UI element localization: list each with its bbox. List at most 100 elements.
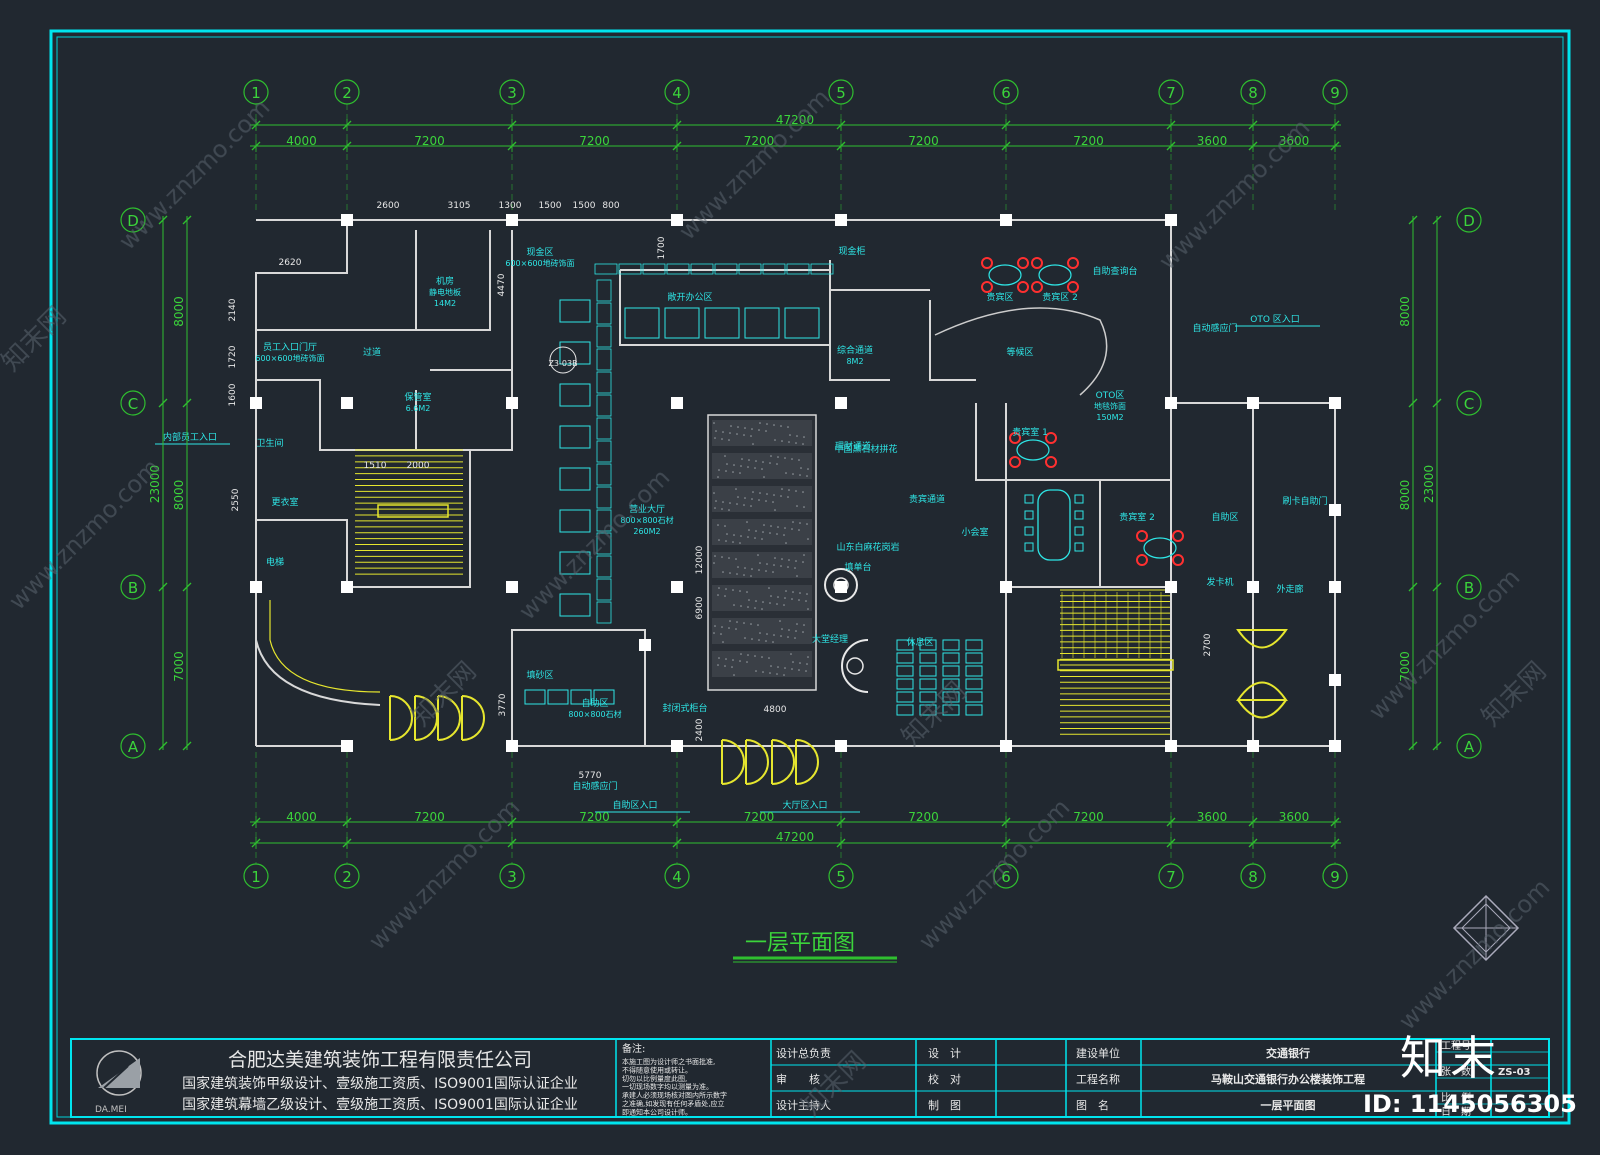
room-label-r1: 现金区: [526, 246, 553, 258]
teller-desk: [559, 383, 591, 407]
stone-speckle: [773, 494, 775, 496]
axis-bubble: [120, 207, 146, 233]
client-value: 交通银行: [1266, 1046, 1310, 1060]
dim-tick: [1432, 741, 1442, 751]
cabinet: [594, 263, 618, 275]
stone-speckle: [737, 566, 739, 568]
stone-speckle: [784, 667, 786, 669]
stone-speckle: [790, 653, 792, 655]
stone-speckle: [777, 456, 779, 458]
stone-speckle: [772, 501, 774, 503]
col-dim-bottom: 7200: [744, 810, 775, 824]
small-dim: 2000: [407, 461, 430, 471]
wall: [929, 300, 976, 381]
stone-tile: [712, 552, 812, 578]
row-dim: 8000: [172, 296, 186, 327]
stone-tile: [712, 420, 812, 446]
stone-speckle: [747, 654, 749, 656]
stone-speckle: [737, 426, 739, 428]
outer-frame: [49, 29, 1571, 1125]
stone-speckle: [729, 572, 731, 574]
column: [250, 581, 262, 593]
room-sub-r18: 600×600地砖饰面: [255, 353, 324, 363]
counter-cell: [596, 417, 612, 440]
column: [835, 214, 847, 226]
company-logo: [96, 1050, 142, 1096]
door: [1237, 699, 1287, 719]
stone-speckle: [713, 562, 715, 564]
column: [341, 740, 353, 752]
stone-speckle: [755, 460, 757, 462]
vip-chair: [1031, 257, 1043, 269]
counter-cell: [596, 532, 612, 555]
right-total: 23000: [1422, 465, 1436, 503]
note-line: 承建人必须现场核对图内所示数字: [622, 1091, 727, 1100]
stone-speckle: [754, 537, 756, 539]
furniture: [355, 257, 1288, 785]
stone-speckle: [781, 628, 783, 630]
stone-speckle: [724, 665, 726, 667]
small-dim: 4470: [497, 273, 507, 296]
watermark-cn: 知末网: [1476, 656, 1552, 732]
room-label-r18: 员工入口门厅: [263, 341, 317, 353]
stone-speckle: [781, 558, 783, 560]
stone-speckle: [785, 542, 787, 544]
axis-bubble: [120, 733, 146, 759]
stone-speckle: [725, 658, 727, 660]
label-date: 日 期: [1441, 1106, 1471, 1118]
reception-desk: [824, 568, 858, 602]
vip-chair: [1136, 530, 1148, 542]
watermark-cn: 知末网: [0, 301, 73, 377]
stone-speckle: [740, 653, 742, 655]
small-dim: 5770: [579, 771, 602, 781]
stone-speckle: [714, 625, 716, 627]
dim-tick: [1432, 398, 1442, 408]
stone-speckle: [736, 503, 738, 505]
column: [341, 214, 353, 226]
office-desk: [664, 307, 700, 339]
col-dim-bottom: 4000: [286, 810, 317, 824]
note-line: 即通知本公司设计师。: [622, 1107, 692, 1116]
stone-speckle: [744, 497, 746, 499]
stone-speckle: [740, 535, 742, 537]
seat: [965, 639, 983, 651]
stone-speckle: [721, 626, 723, 628]
stone-speckle: [788, 489, 790, 491]
chair: [1024, 510, 1034, 520]
seat: [942, 691, 960, 703]
axis-bubble: [1456, 390, 1482, 416]
stone-speckle: [769, 462, 771, 464]
axis-label: 4: [672, 84, 682, 102]
stone-speckle: [755, 600, 757, 602]
dim-tick: [158, 582, 168, 592]
stone-speckle: [765, 500, 767, 502]
watermark-cn: 知末网: [896, 676, 972, 752]
stone-tile: [712, 618, 812, 644]
room-label-r29: 贵宾通道: [909, 493, 945, 505]
stone-speckle: [713, 632, 715, 634]
stone-speckle: [772, 571, 774, 573]
stone-speckle: [752, 491, 754, 493]
stone-speckle: [783, 534, 785, 536]
stone-speckle: [714, 555, 716, 557]
room-label-r15: 大堂经理: [812, 633, 848, 645]
column: [1247, 740, 1259, 752]
stone-speckle: [755, 530, 757, 532]
stone-speckle: [750, 435, 752, 437]
seat: [919, 704, 937, 716]
room-label-r12: 填砂区: [526, 669, 553, 681]
label-review: 审 核: [776, 1072, 820, 1086]
stone-speckle: [772, 641, 774, 643]
granite-label: 山东白麻花岗岩: [836, 541, 899, 553]
stone-speckle: [728, 557, 730, 559]
seat: [965, 704, 983, 716]
stone-speckle: [769, 532, 771, 534]
column: [1329, 674, 1341, 686]
meeting-table: [1037, 489, 1071, 561]
stone-speckle: [806, 593, 808, 595]
column: [506, 214, 518, 226]
counter-cell: [596, 348, 612, 371]
axis-label: D: [1463, 212, 1475, 230]
revolving-door: [721, 739, 745, 785]
